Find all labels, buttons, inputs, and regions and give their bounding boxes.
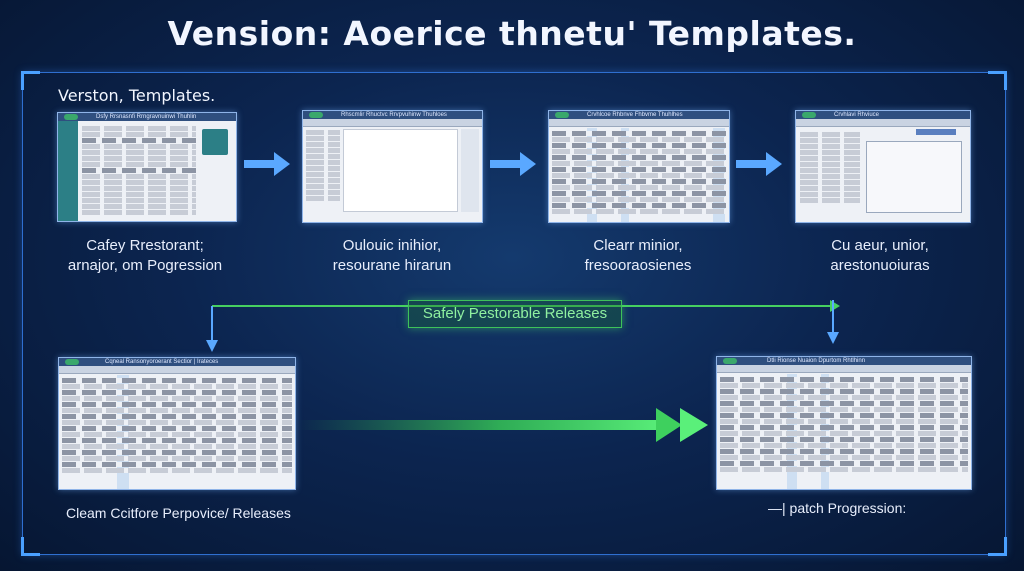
caption-4: Cu aeur, unior,arestonuoiuras xyxy=(830,237,930,274)
big-arrow-right-icon xyxy=(296,408,708,442)
template-panel-2[interactable]: Rhscmlir Rhuctvc Rrvpvuhinw Thuhloes xyxy=(302,110,483,223)
frame-corner xyxy=(21,537,40,556)
logo-icon xyxy=(309,112,323,118)
panel-title: Crvhlavi Rhviuce xyxy=(834,112,880,118)
panel-title: Dsfy Rrsnasnfi Rrngravnuinwi Thuhlin xyxy=(96,114,197,120)
arrow-right-icon xyxy=(736,152,782,176)
panel-title: Cqneal Ransonyoroerant Sectior | Iratece… xyxy=(105,359,219,365)
diagram-frame xyxy=(21,71,1007,556)
logo-icon xyxy=(555,112,569,118)
caption-3: Clearr minior,fresooraosienes xyxy=(584,237,692,274)
release-label: Safely Pestorable Releases xyxy=(408,300,622,328)
panel-sidebar xyxy=(58,121,78,221)
caption-1: Cafey Rrestorant;arnajor, om Pogression xyxy=(67,237,223,274)
arrow-right-icon xyxy=(490,152,536,176)
caption-2: Oulouic inihior,resourane hirarun xyxy=(332,237,452,274)
template-panel-3[interactable]: Crvhlcoe Rhbnve Fhbvme Thuhlhes xyxy=(548,110,730,223)
arrow-right-icon xyxy=(244,152,290,176)
arrow-down-icon xyxy=(827,300,839,344)
frame-corner xyxy=(988,537,1007,556)
logo-icon xyxy=(802,112,816,118)
bottom-left-caption: Cleam Ccitfore Perpovice/ Releases xyxy=(66,505,291,521)
frame-corner xyxy=(988,71,1007,90)
panel-title: Crvhlcoe Rhbnve Fhbvme Thuhlhes xyxy=(587,112,683,118)
template-panel-6[interactable]: Dtli Rionse Nuaion Dpurtom Rhtlhinn xyxy=(716,356,972,490)
panel-title: Dtli Rionse Nuaion Dpurtom Rhtlhinn xyxy=(767,358,866,364)
section-label: Verston, Templates. xyxy=(58,86,216,105)
panel-title: Rhscmlir Rhuctvc Rrvpvuhinw Thuhloes xyxy=(341,112,447,118)
frame-corner xyxy=(21,71,40,90)
thumbnail-icon xyxy=(202,129,228,155)
template-panel-5[interactable]: Cqneal Ransonyoroerant Sectior | Iratece… xyxy=(58,357,296,490)
bottom-right-caption: —| patch Progression: xyxy=(768,500,907,516)
logo-icon xyxy=(65,359,79,365)
logo-icon xyxy=(723,358,737,364)
page-title: Vension: Aoerice thnetu' Templates. xyxy=(167,14,857,53)
template-panel-4[interactable]: Crvhlavi Rhviuce xyxy=(795,110,971,223)
template-panel-1[interactable]: Dsfy Rrsnasnfi Rrngravnuinwi Thuhlin xyxy=(57,112,237,222)
logo-icon xyxy=(64,114,78,120)
